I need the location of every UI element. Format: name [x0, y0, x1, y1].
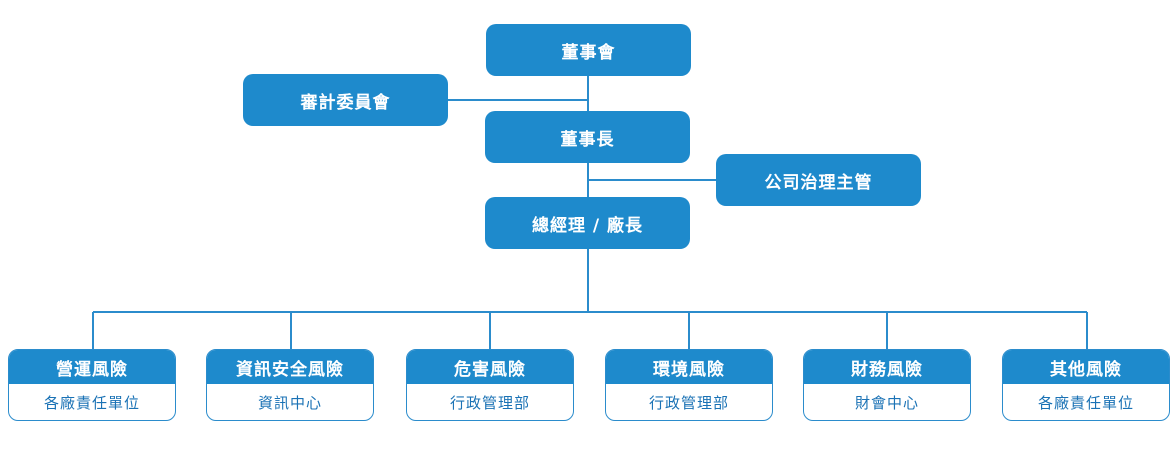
risk-title: 營運風險: [9, 350, 175, 384]
chairman-box: 董事長: [485, 111, 690, 163]
audit-committee-box: 審計委員會: [243, 74, 448, 126]
governance-officer-label: 公司治理主管: [764, 172, 873, 193]
risk-owner: 各廠責任單位: [43, 393, 140, 412]
risk-card-infosec: 資訊安全風險 資訊中心: [206, 349, 374, 421]
risk-card-financial: 財務風險 財會中心: [803, 349, 971, 421]
risk-title: 資訊安全風險: [207, 350, 373, 384]
board-label: 董事會: [561, 42, 616, 63]
risk-owner: 行政管理部: [449, 393, 530, 412]
risk-title: 其他風險: [1003, 350, 1169, 384]
chairman-label: 董事長: [560, 129, 615, 150]
risk-title: 環境風險: [606, 350, 772, 384]
risk-owner: 各廠責任單位: [1037, 393, 1134, 412]
general-manager-label: 總經理 / 廠長: [531, 215, 644, 236]
risk-card-other: 其他風險 各廠責任單位: [1002, 349, 1170, 421]
risk-card-hazard: 危害風險 行政管理部: [406, 349, 574, 421]
risk-card-environment: 環境風險 行政管理部: [605, 349, 773, 421]
risk-title: 財務風險: [804, 350, 970, 384]
risk-owner: 行政管理部: [648, 393, 729, 412]
governance-officer-box: 公司治理主管: [716, 154, 921, 206]
risk-title: 危害風險: [407, 350, 573, 384]
audit-committee-label: 審計委員會: [300, 92, 391, 113]
risk-owner: 資訊中心: [257, 393, 322, 412]
risk-owner: 財會中心: [854, 393, 919, 412]
general-manager-box: 總經理 / 廠長: [485, 197, 690, 249]
risk-card-operations: 營運風險 各廠責任單位: [8, 349, 176, 421]
board-box: 董事會: [486, 24, 691, 76]
